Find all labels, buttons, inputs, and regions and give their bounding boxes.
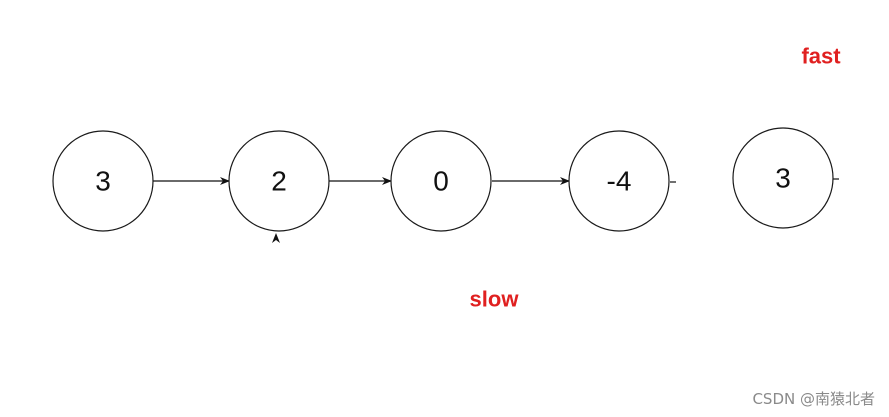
fast-pointer-label: fast <box>801 44 841 69</box>
loop-arrowhead <box>272 233 280 243</box>
node-value: 0 <box>433 166 449 197</box>
node-value: 2 <box>271 166 287 197</box>
list-node-4: -4 <box>568 130 670 232</box>
list-node-5: 3 <box>732 127 834 229</box>
list-node-3: 0 <box>390 130 492 232</box>
list-node-2: 2 <box>228 130 330 232</box>
watermark-text: CSDN @南猿北者 <box>752 390 875 408</box>
slow-pointer-label: slow <box>470 287 520 312</box>
node-value: 3 <box>95 166 111 197</box>
node-circle <box>228 130 330 232</box>
node-circle <box>732 127 834 229</box>
node-circle <box>52 130 154 232</box>
list-node-1: 3 <box>52 130 154 232</box>
node-circle <box>568 130 670 232</box>
node-circle <box>390 130 492 232</box>
node-value: 3 <box>775 163 791 194</box>
node-value: -4 <box>607 166 632 197</box>
